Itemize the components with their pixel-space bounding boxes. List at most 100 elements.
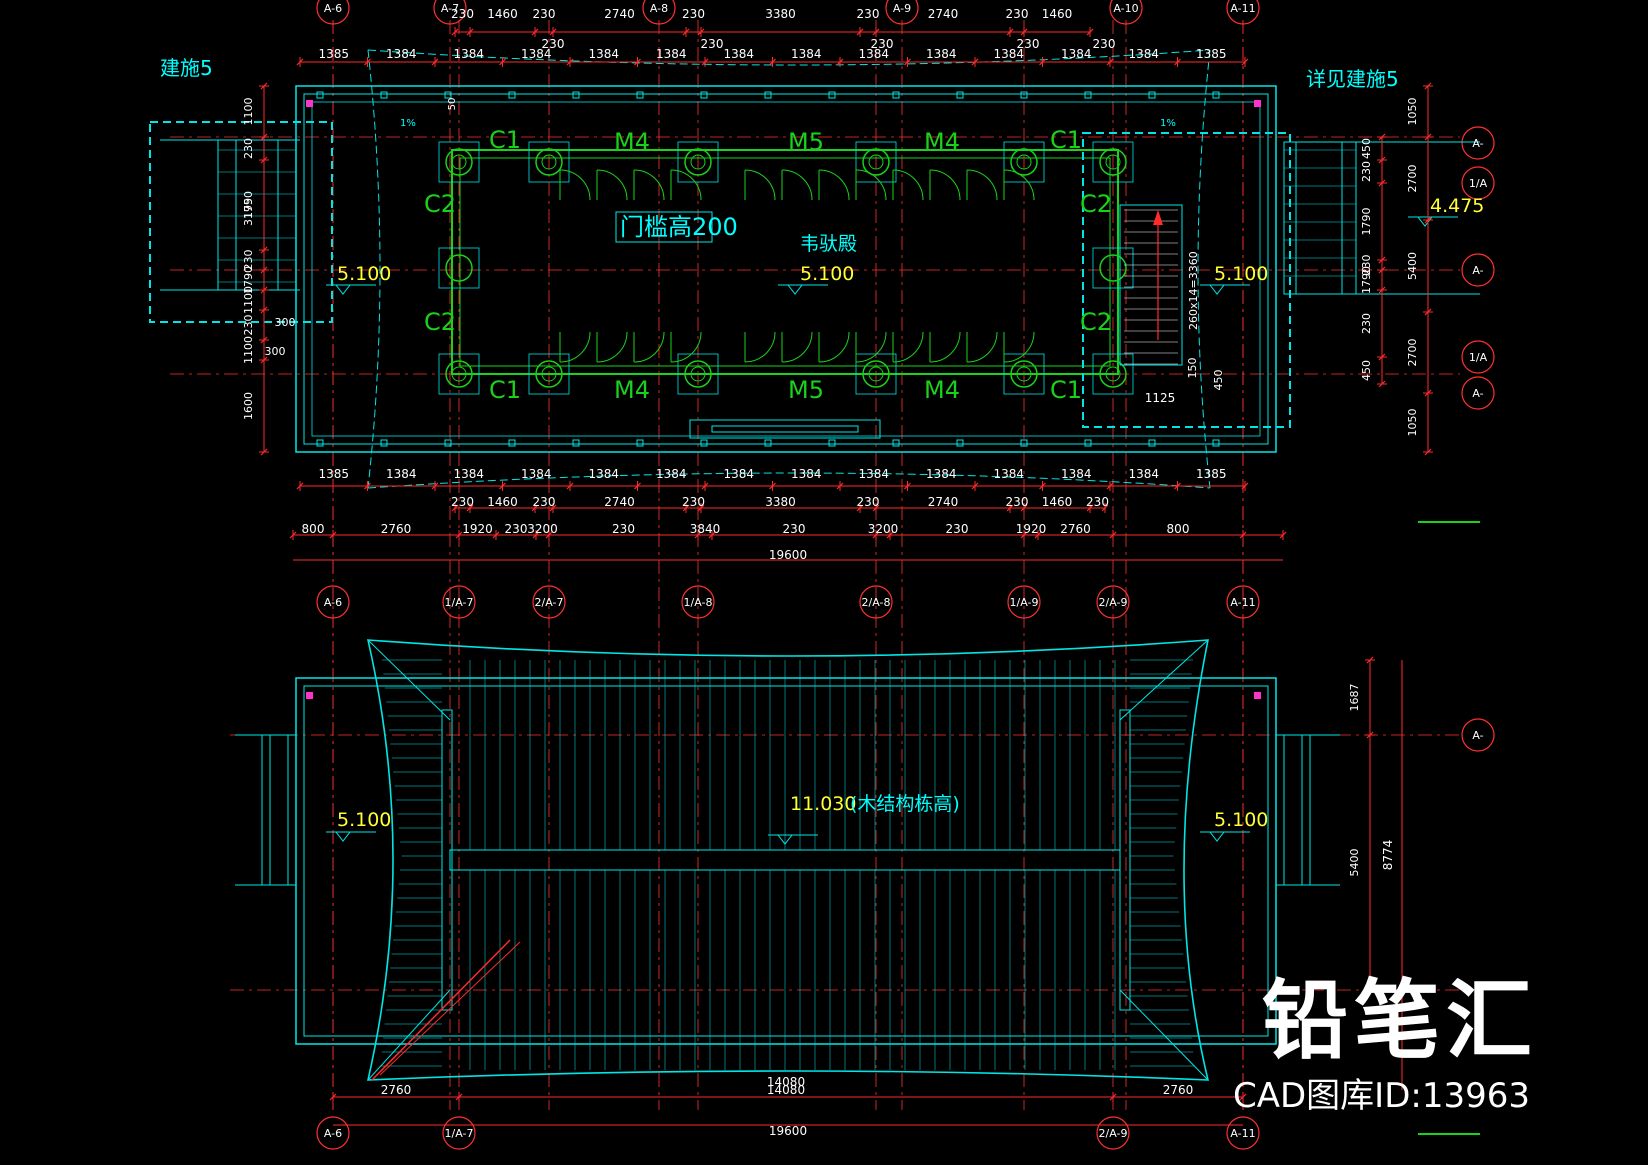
dim-text: 230 [242, 250, 255, 271]
dim-text: 230 [505, 522, 528, 536]
level-outer: 4.475 [1430, 195, 1484, 217]
axis-label: 2/A-8 [862, 596, 891, 609]
dim-text: 1385 [1196, 47, 1227, 61]
dim-text: 1384 [453, 467, 484, 481]
axis-bubble-right [1461, 166, 1495, 200]
dim-text: 450 [1360, 360, 1373, 381]
axis-bubble-bottom [1096, 1116, 1130, 1150]
axis-bubble-right [1461, 718, 1495, 752]
column [1010, 360, 1038, 388]
dim-text: 1100 [242, 336, 255, 364]
dim-text: 1920 [462, 522, 493, 536]
column [684, 148, 712, 176]
dim-text: 230 [1006, 495, 1029, 509]
dim-text: 1384 [521, 467, 552, 481]
dim-text: 230 [533, 7, 556, 21]
dim-text: 1687 [1348, 684, 1361, 712]
ref-right: 详见建施5 [1306, 67, 1399, 91]
dim-text: 230 [542, 37, 565, 51]
axis-bubble-bottom [1226, 1116, 1260, 1150]
door-label: M4 [614, 376, 650, 404]
dim-text: 2760 [381, 522, 412, 536]
axis-label: A-11 [1230, 596, 1255, 609]
axis-bubble-right [1461, 126, 1495, 160]
dim-text: 2760 [1163, 1083, 1194, 1097]
column-label: C1 [489, 376, 521, 404]
dim-text: 230 [1360, 255, 1373, 276]
column-label: C1 [1050, 126, 1082, 154]
axis-label: A-6 [324, 1127, 342, 1140]
door-label: M5 [788, 376, 824, 404]
axis-label: 1/A-7 [445, 596, 474, 609]
dim-text: 1384 [926, 467, 957, 481]
dim-text: 230 [1093, 37, 1116, 51]
dim-text: 3380 [765, 495, 796, 509]
dim-text: 1384 [993, 47, 1024, 61]
level-right: 5.100 [1214, 263, 1268, 285]
roof-level: 11.030 [790, 793, 856, 815]
axis-label: A- [1472, 387, 1483, 400]
axis-label: A-6 [324, 596, 342, 609]
dim-text: 230 [857, 7, 880, 21]
level-left: 5.100 [337, 263, 391, 285]
dim-text: 2760 [381, 1083, 412, 1097]
axis-bubble-top [1226, 0, 1260, 25]
dim-text: 230 [451, 495, 474, 509]
column [445, 360, 473, 388]
dim-text: 1384 [791, 47, 822, 61]
column [1010, 148, 1038, 176]
axis-label: A-7 [441, 2, 459, 15]
slope-1: 1% [400, 118, 416, 129]
dim-text: 1920 [1016, 522, 1047, 536]
dim-text: 1384 [521, 47, 552, 61]
dim-text: 1384 [791, 467, 822, 481]
dim-text: 1385 [1196, 467, 1227, 481]
axis-bubble-mid [681, 585, 715, 619]
dim-text: 1384 [1061, 467, 1092, 481]
dim-text: 230 [451, 7, 474, 21]
watermark-id: CAD图库ID:13963 [1232, 1076, 1530, 1116]
dim-text: 230 [1360, 161, 1373, 182]
dim-text: 300 [265, 345, 286, 358]
ref-left: 建施5 [160, 56, 213, 80]
door-label: M4 [924, 376, 960, 404]
axis-bubble-mid [316, 585, 350, 619]
column [445, 148, 473, 176]
dim-text: 230 [871, 37, 894, 51]
axis-bubble-mid [859, 585, 893, 619]
dim-text: 1460 [1042, 7, 1073, 21]
column [535, 360, 563, 388]
axis-label: A- [1472, 729, 1483, 742]
dim-text: 1384 [1128, 467, 1159, 481]
column [684, 360, 712, 388]
column [535, 148, 563, 176]
axis-bubble-right [1461, 253, 1495, 287]
axis-bubble-mid [1226, 585, 1260, 619]
axis-label: 1/A-7 [445, 1127, 474, 1140]
column-label: C1 [1050, 376, 1082, 404]
dim-text: 1460 [487, 7, 518, 21]
dim-text: 2740 [604, 495, 635, 509]
dim-text: 230 [682, 495, 705, 509]
dim-text: 1384 [656, 47, 687, 61]
dim-text: 1100 [242, 98, 255, 126]
dim-text: 1384 [926, 47, 957, 61]
dim-text: 1384 [588, 467, 619, 481]
dim-text: 14080 [767, 1083, 805, 1097]
slope-2: 1% [1160, 118, 1176, 129]
door-label: M4 [614, 128, 650, 156]
threshold-note: 门槛高200 [620, 213, 738, 241]
column-label: C1 [489, 126, 521, 154]
axis-label: 1/A [1469, 351, 1488, 364]
axis-bubble-top [642, 0, 676, 25]
dim-text: 230 [1006, 7, 1029, 21]
dim-text: 50 [447, 98, 458, 111]
axis-label: A-11 [1230, 1127, 1255, 1140]
stair-note: 260x14=3360 [1187, 251, 1200, 330]
dim-text: 230 [783, 522, 806, 536]
dim-text: 230 [242, 138, 255, 159]
dim-text: 1460 [1042, 495, 1073, 509]
dim-text: 150 [1186, 358, 1199, 379]
